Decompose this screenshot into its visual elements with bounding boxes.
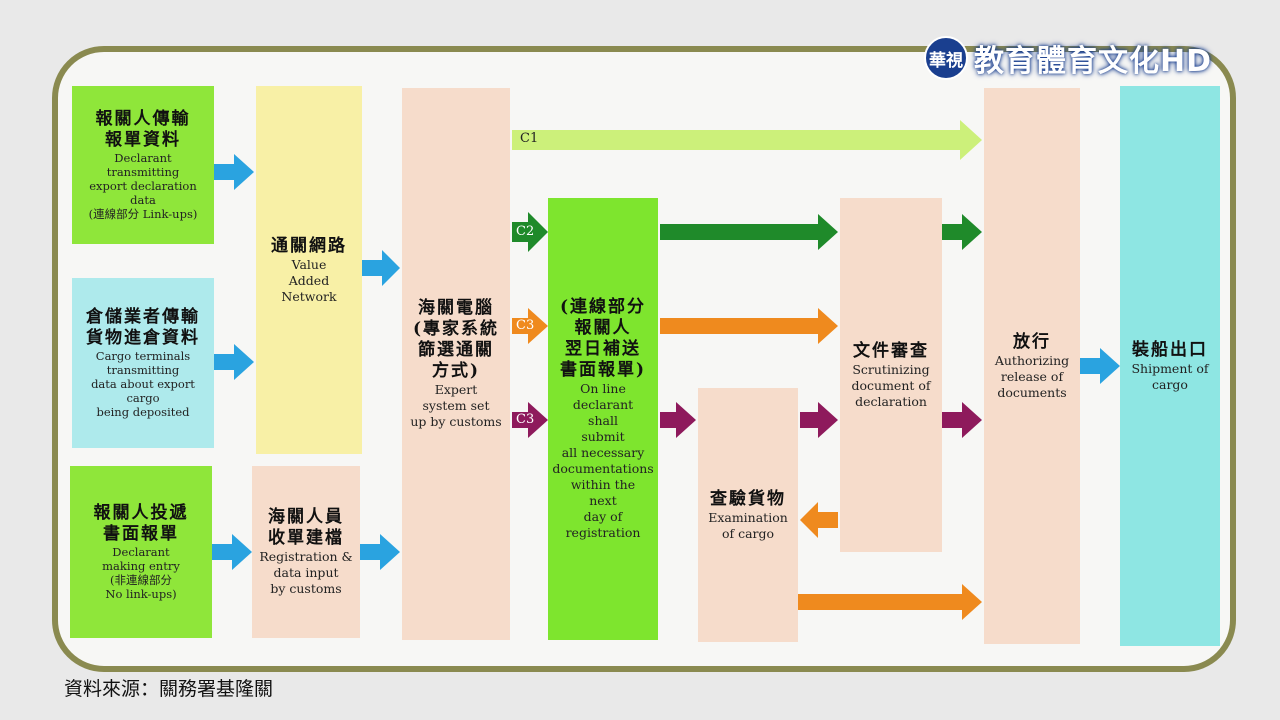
arrow-c1	[512, 120, 982, 160]
source-note: 資料來源：關務署基隆關	[64, 678, 274, 700]
logo-text: 教育體育文化HD	[974, 44, 1213, 79]
box-van-en: Value Added Network	[281, 256, 337, 304]
box-van-zh: 通關網路	[271, 235, 347, 256]
arrow-c3-purple-to-online	[512, 402, 548, 438]
box-registration-zh: 海關人員 收單建檔	[268, 507, 344, 548]
box-online-declarant-zh: (連線部分 報關人 翌日補送 書面報單)	[559, 297, 647, 380]
label-c3-orange: C3	[516, 318, 535, 333]
arrow-scrutinizing-to-examination	[800, 502, 838, 538]
box-examination-en: Examination of cargo	[708, 509, 788, 541]
box-registration-en: Registration & data input by customs	[259, 549, 353, 596]
box-examination: 查驗貨物 Examination of cargo	[698, 388, 798, 642]
box-cargo-terminals: 倉儲業者傳輸 貨物進倉資料 Cargo terminals transmitti…	[72, 278, 214, 448]
box-declarant-entry: 報關人投遞 書面報單 Declarant making entry (非連線部分…	[70, 466, 212, 638]
box-cargo-terminals-en: Cargo terminals transmitting data about …	[91, 349, 195, 419]
arrow-entry-to-registration	[212, 534, 252, 570]
arrow-cargo-to-van	[214, 344, 254, 380]
box-shipment-zh: 裝船出口	[1132, 339, 1208, 360]
label-c1: C1	[520, 131, 539, 146]
arrow-c3-orange-to-scrutinizing	[660, 308, 838, 344]
label-c3-purple: C3	[516, 412, 535, 427]
box-release: 放行 Authorizing release of documents	[984, 88, 1080, 644]
arrow-van-to-computer	[362, 250, 400, 286]
arrow-release-to-shipment	[1080, 348, 1120, 384]
box-customs-computer-zh: 海關電腦 (專家系統 篩選通關 方式)	[412, 298, 500, 381]
box-declarant-entry-zh: 報關人投遞 書面報單	[93, 503, 189, 544]
box-declarant-transmit-zh: 報關人傳輸 報單資料	[95, 109, 191, 150]
box-customs-computer-en: Expert system set up by customs	[410, 382, 502, 429]
box-online-declarant: (連線部分 報關人 翌日補送 書面報單) On line declarant s…	[548, 198, 658, 640]
label-c2: C2	[516, 224, 535, 239]
box-customs-computer: 海關電腦 (專家系統 篩選通關 方式) Expert system set up…	[402, 88, 510, 640]
box-declarant-transmit: 報關人傳輸 報單資料 Declarant transmitting export…	[72, 86, 214, 244]
box-scrutinizing-en: Scrutinizing document of declaration	[851, 361, 931, 409]
arrow-c2-to-online	[512, 212, 548, 252]
box-examination-zh: 查驗貨物	[710, 488, 786, 509]
arrow-examination-to-scrutinizing	[800, 402, 838, 438]
logo-mark: 華視	[924, 36, 968, 80]
box-value-added-network: 通關網路 Value Added Network	[256, 86, 362, 454]
arrow-declarant-to-van	[214, 154, 254, 190]
box-online-declarant-en: On line declarant shall submit all neces…	[552, 381, 654, 540]
box-shipment-en: Shipment of cargo	[1131, 360, 1209, 392]
box-scrutinizing-zh: 文件審查	[853, 340, 929, 361]
arrow-c2-to-release	[942, 214, 982, 250]
box-release-en: Authorizing release of documents	[994, 352, 1070, 400]
box-declarant-entry-en: Declarant making entry (非連線部分 No link-up…	[102, 545, 180, 601]
arrow-c3-orange-to-online	[512, 308, 548, 344]
channel-logo: 華視 教育體育文化HD	[924, 36, 1224, 80]
box-scrutinizing: 文件審查 Scrutinizing document of declaratio…	[840, 198, 942, 552]
arrow-examination-to-release	[798, 584, 982, 620]
box-registration: 海關人員 收單建檔 Registration & data input by c…	[252, 466, 360, 638]
box-release-zh: 放行	[1013, 331, 1051, 352]
arrow-registration-to-computer	[360, 534, 400, 570]
arrow-scrutinizing-to-release	[942, 402, 982, 438]
box-cargo-terminals-zh: 倉儲業者傳輸 貨物進倉資料	[86, 307, 200, 348]
arrow-online-to-examination	[660, 402, 696, 438]
box-shipment: 裝船出口 Shipment of cargo	[1120, 86, 1220, 646]
arrow-c2-to-scrutinizing	[660, 214, 838, 250]
box-declarant-transmit-en: Declarant transmitting export declaratio…	[88, 151, 198, 221]
